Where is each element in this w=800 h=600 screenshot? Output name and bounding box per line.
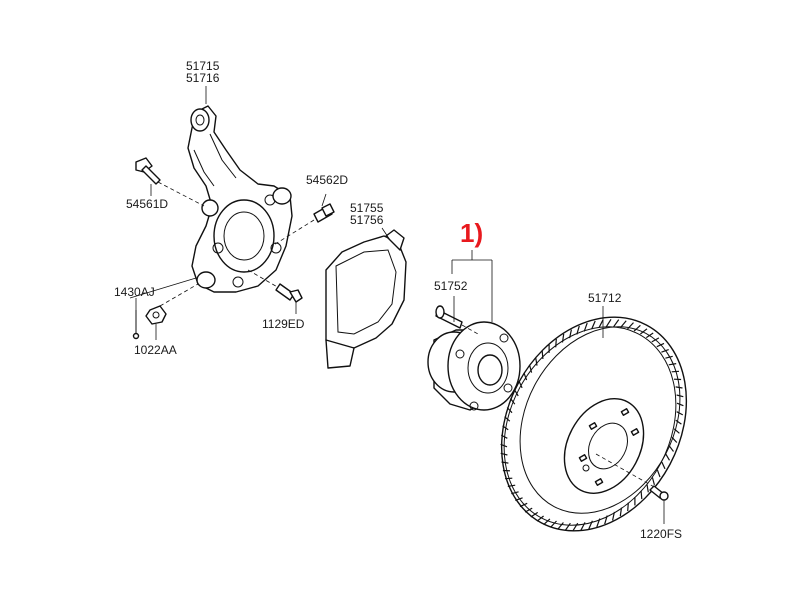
disc-vent-mark bbox=[519, 502, 528, 508]
bolt-54561d bbox=[135, 157, 205, 207]
disc-vent-mark bbox=[613, 319, 620, 328]
label-54561d: 54561D bbox=[126, 197, 168, 211]
bolt-54562d bbox=[271, 193, 335, 247]
disc-vent-mark bbox=[555, 338, 557, 348]
disc-vent-mark bbox=[627, 502, 629, 512]
disc-vent-mark bbox=[673, 428, 680, 434]
disc-vent-mark bbox=[518, 380, 523, 389]
disc-vent-mark bbox=[504, 477, 513, 480]
disc-vent-mark bbox=[550, 520, 557, 528]
disc-vent-mark bbox=[523, 372, 528, 381]
disc-vent-mark bbox=[500, 443, 508, 448]
disc-vent-mark bbox=[605, 318, 612, 328]
disc-vent-mark bbox=[583, 322, 588, 332]
disc-vent-mark bbox=[504, 416, 511, 422]
hub-bearing-assembly bbox=[427, 321, 521, 411]
disc-vent-mark bbox=[580, 522, 586, 531]
disc-vent-mark bbox=[541, 350, 544, 360]
dust-cover bbox=[325, 227, 407, 369]
disc-vent-mark bbox=[668, 363, 677, 366]
disc-vent-mark bbox=[676, 411, 684, 416]
disc-vent-mark bbox=[661, 349, 669, 353]
disc-vent-mark bbox=[502, 425, 509, 431]
disc-vent-mark bbox=[596, 518, 601, 528]
disc-vent-mark bbox=[665, 453, 671, 461]
disc-vent-mark bbox=[564, 522, 571, 531]
bolt-1129ed bbox=[247, 269, 303, 314]
disc-vent-mark bbox=[675, 419, 682, 425]
disc-vent-marks bbox=[500, 318, 684, 532]
disc-vent-mark bbox=[646, 484, 649, 493]
disc-vent-mark bbox=[524, 507, 533, 513]
disc-vent-mark bbox=[640, 328, 648, 335]
pin-1430aj bbox=[132, 298, 140, 340]
disc-vent-mark bbox=[665, 355, 673, 359]
disc-vent-mark bbox=[671, 370, 680, 373]
disc-vent-mark bbox=[651, 477, 655, 486]
label-1129ed: 1129ED bbox=[262, 317, 305, 331]
screw-1220fs bbox=[595, 453, 669, 524]
label-51755: 51755 bbox=[350, 201, 384, 215]
disc-vent-mark bbox=[529, 364, 533, 373]
disc-vent-mark bbox=[668, 445, 674, 452]
disc-vent-mark bbox=[598, 319, 604, 328]
disc-vent-mark bbox=[507, 484, 516, 487]
disc-vent-mark bbox=[510, 398, 516, 405]
label-54562d: 54562D bbox=[306, 173, 348, 187]
label-51715: 51715 bbox=[186, 59, 220, 73]
disc-vent-mark bbox=[536, 515, 544, 522]
label-51756: 51756 bbox=[350, 213, 384, 227]
label-51752: 51752 bbox=[434, 279, 468, 293]
label-51712: 51712 bbox=[588, 291, 622, 305]
disc-vent-mark bbox=[661, 461, 666, 470]
label-51716: 51716 bbox=[186, 71, 220, 85]
disc-vent-mark bbox=[656, 469, 661, 478]
steering-knuckle bbox=[187, 105, 293, 293]
label-1220fs: 1220FS bbox=[640, 527, 682, 541]
disc-vent-mark bbox=[501, 461, 509, 464]
disc-vent-mark bbox=[569, 329, 572, 339]
disc-vent-mark bbox=[633, 324, 641, 332]
hub-bolt-51752 bbox=[435, 296, 479, 335]
disc-vent-mark bbox=[612, 511, 615, 521]
disc-vent-mark bbox=[640, 490, 643, 500]
disc-vent-mark bbox=[619, 507, 623, 517]
callout-bracket bbox=[451, 250, 493, 322]
disc-vent-mark bbox=[591, 320, 596, 330]
disc-vent-mark bbox=[500, 434, 508, 439]
disc-vent-mark bbox=[576, 325, 580, 335]
brake-disc bbox=[500, 306, 688, 532]
disc-vent-mark bbox=[557, 522, 564, 530]
disc-vent-mark bbox=[543, 518, 551, 526]
disc-vent-mark bbox=[530, 511, 539, 518]
nut-1022aa bbox=[145, 283, 199, 340]
disc-vent-mark bbox=[500, 452, 508, 456]
disc-vent-mark bbox=[604, 515, 608, 525]
disc-vent-mark bbox=[572, 522, 579, 532]
label-1022aa: 1022AA bbox=[134, 343, 177, 357]
disc-vent-mark bbox=[513, 389, 519, 397]
disc-vent-mark bbox=[588, 520, 593, 530]
disc-vent-mark bbox=[535, 357, 538, 366]
leader-1430aj bbox=[129, 277, 197, 299]
disc-vent-mark bbox=[511, 491, 519, 495]
disc-vent-mark bbox=[515, 497, 523, 501]
disc-vent-mark bbox=[506, 407, 513, 414]
label-1430aj: 1430AJ bbox=[114, 285, 155, 299]
callout-label: 1) bbox=[460, 218, 483, 248]
disc-vent-mark bbox=[561, 333, 565, 343]
